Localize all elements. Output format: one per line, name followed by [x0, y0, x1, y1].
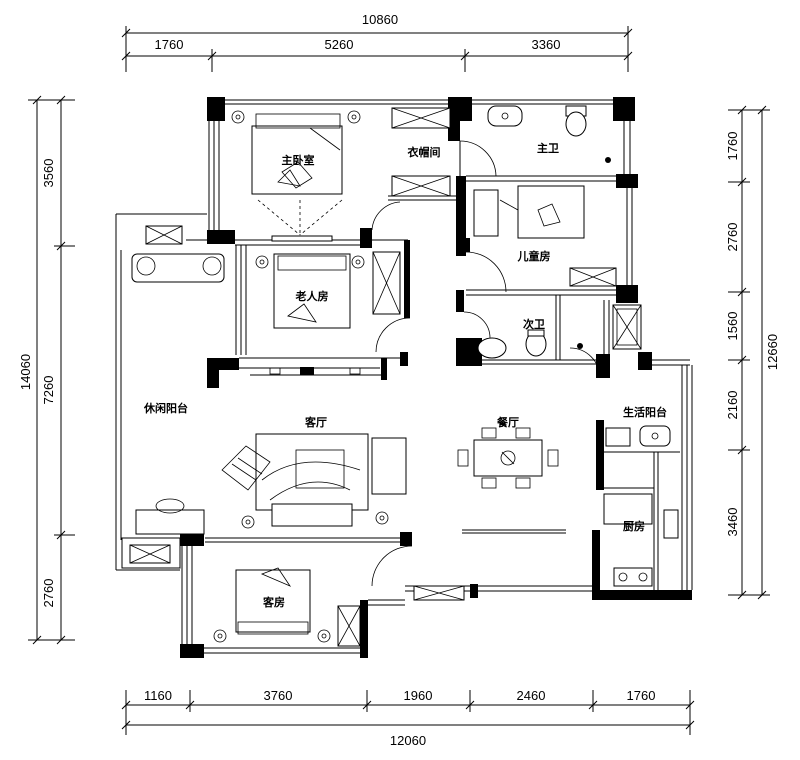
bottom-dimension-lines: [121, 690, 695, 735]
bottom-total-dimension: 12060: [390, 733, 426, 748]
left-total-dimension: 14060: [18, 354, 33, 390]
label-service-balcony: 生活阳台: [623, 405, 667, 419]
label-elder-room: 老人房: [295, 289, 329, 303]
label-living-room: 客厅: [304, 415, 327, 429]
label-second-bath: 次卫: [523, 317, 545, 331]
bottom-dimension-4: 2460: [517, 688, 546, 703]
top-total-dimension: 10860: [362, 12, 398, 27]
right-dimension-2: 2760: [725, 223, 740, 252]
walls: [115, 97, 693, 658]
label-guest-room: 客房: [262, 595, 285, 609]
fixtures: [129, 105, 679, 647]
right-dimension-5: 3460: [725, 508, 740, 537]
label-leisure-balcony: 休闲阳台: [143, 401, 188, 415]
right-dimension-1: 1760: [725, 132, 740, 161]
left-dimension-2: 7260: [41, 376, 56, 405]
right-dimension-lines: [728, 105, 770, 600]
bottom-dimension-2: 3760: [264, 688, 293, 703]
right-dimension-4: 2160: [725, 391, 740, 420]
bottom-dimension-3: 1960: [404, 688, 433, 703]
label-kids-room: 儿童房: [517, 249, 551, 263]
room-labels: 主卧室 衣帽间 主卫 儿童房 老人房 次卫 休闲阳台 客厅 餐厅 生活阳台 厨房…: [143, 141, 667, 609]
label-dining-room: 餐厅: [496, 415, 519, 429]
right-total-dimension: 12660: [765, 334, 780, 370]
bottom-dimension-1: 1160: [144, 688, 172, 703]
left-dimension-lines: [28, 95, 75, 645]
top-dimension-3: 3360: [532, 37, 561, 52]
label-walk-in-closet: 衣帽间: [408, 145, 441, 159]
top-dimension-1: 1760: [155, 37, 184, 52]
label-master-bedroom: 主卧室: [282, 153, 315, 167]
bottom-dimension-5: 1760: [627, 688, 656, 703]
right-dimension-3: 1560: [725, 312, 740, 341]
left-dimension-3: 2760: [41, 579, 56, 608]
top-dimension-lines: [121, 26, 633, 72]
left-dimension-1: 3560: [41, 159, 56, 188]
label-kitchen: 厨房: [623, 519, 645, 533]
top-dimension-2: 5260: [325, 37, 354, 52]
label-master-bath: 主卫: [537, 141, 559, 155]
